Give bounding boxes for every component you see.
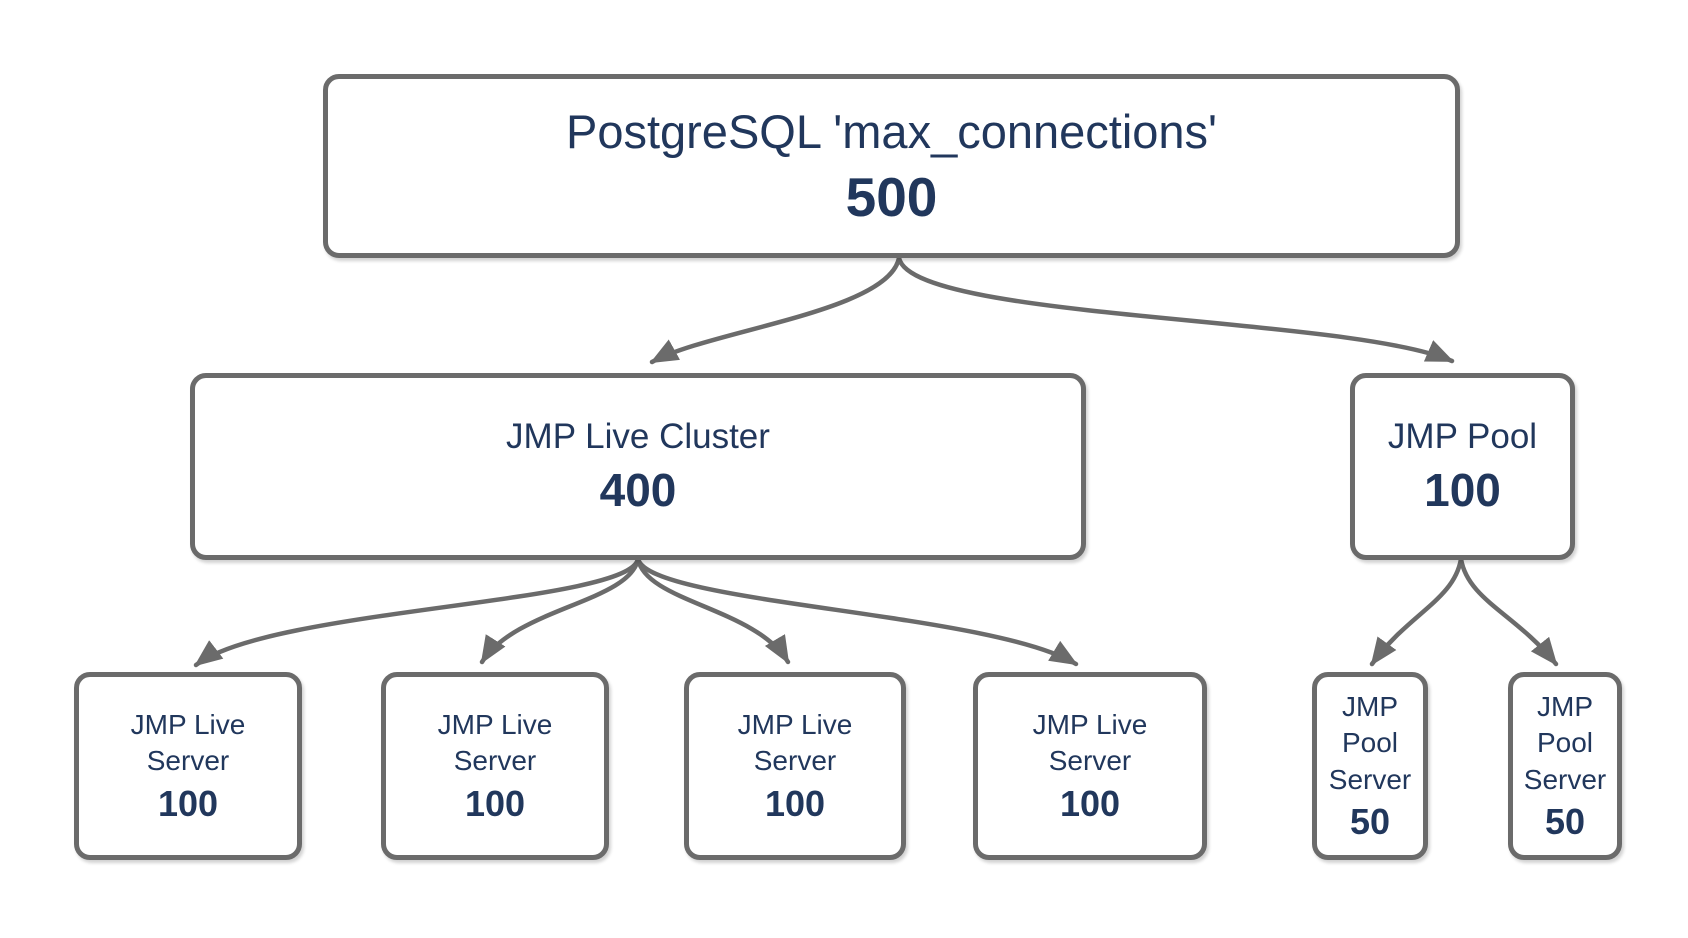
arrow-root-to-cluster [649, 255, 902, 365]
node-label: JMP Live Server [737, 709, 853, 777]
node-value: 100 [1424, 463, 1501, 516]
node-value: 100 [464, 782, 526, 824]
node-jmp-pool-server-1: JMP Pool Server 50 [1312, 672, 1428, 860]
node-jmp-live-server-2: JMP Live Server 100 [381, 672, 609, 860]
arrow-root-to-pool [896, 255, 1455, 364]
node-jmp-pool-server-2: JMP Pool Server 50 [1508, 672, 1622, 860]
node-label: JMP Live Server [1032, 709, 1148, 777]
node-jmp-live-cluster: JMP Live Cluster 400 [190, 373, 1086, 560]
arrow-cluster-to-live-server-3 [635, 556, 791, 665]
node-value: 100 [157, 782, 219, 824]
arrow-cluster-to-live-server-4 [635, 556, 1079, 667]
node-label: JMP Live Server [437, 709, 553, 777]
node-label: JMP Pool [1387, 417, 1538, 457]
node-jmp-live-server-1: JMP Live Server 100 [74, 672, 302, 860]
node-label: PostgreSQL 'max_connections' [565, 104, 1218, 158]
node-value: 100 [764, 782, 826, 824]
node-label: JMP Live Cluster [506, 417, 770, 457]
arrow-cluster-to-live-server-1 [193, 556, 641, 668]
node-label: JMP Live Server [130, 709, 246, 777]
arrow-pool-to-pool-server-2 [1458, 556, 1559, 667]
node-jmp-live-server-3: JMP Live Server 100 [684, 672, 906, 860]
node-value: 50 [1349, 800, 1391, 842]
node-label: JMP Pool Server [1328, 690, 1412, 795]
node-jmp-live-server-4: JMP Live Server 100 [973, 672, 1207, 860]
node-label: JMP Pool Server [1523, 690, 1607, 795]
node-value: 400 [599, 463, 677, 516]
node-value: 100 [1059, 782, 1121, 824]
arrow-cluster-to-live-server-2 [479, 556, 641, 665]
node-jmp-pool: JMP Pool 100 [1350, 373, 1575, 560]
node-value: 500 [845, 166, 938, 229]
arrow-pool-to-pool-server-1 [1369, 556, 1464, 667]
node-value: 50 [1544, 800, 1586, 842]
node-postgresql-max-connections: PostgreSQL 'max_connections' 500 [323, 74, 1460, 258]
